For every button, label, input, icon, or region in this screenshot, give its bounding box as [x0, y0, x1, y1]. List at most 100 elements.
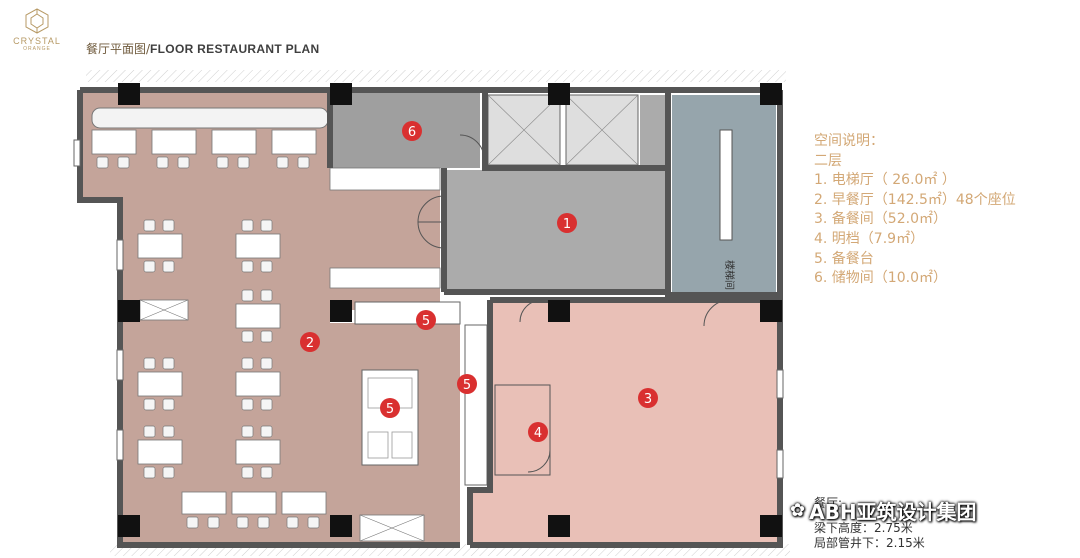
- chair: [241, 219, 254, 232]
- height-notes: 餐厅: 梁下高度：2.75米 局部管井下：2.15米: [814, 496, 925, 551]
- room-marker-label: 5: [463, 378, 471, 393]
- chair: [207, 516, 220, 529]
- legend-item: 3. 备餐间（52.0㎡）: [814, 211, 947, 228]
- chair: [162, 425, 175, 438]
- chair: [177, 156, 190, 169]
- chair: [260, 398, 273, 411]
- chair: [286, 516, 299, 529]
- room-marker-circle: [557, 213, 577, 233]
- chair: [143, 260, 156, 273]
- stair-well-opening: [719, 129, 733, 241]
- chair: [186, 516, 199, 529]
- chair: [260, 425, 273, 438]
- chair: [156, 156, 169, 169]
- dining-table: [235, 233, 281, 259]
- chair: [216, 156, 229, 169]
- logo-brand: CRYSTAL: [13, 36, 61, 46]
- notes-title: 餐厅:: [814, 496, 843, 510]
- page-title: 餐厅平面图/FLOOR RESTAURANT PLAN: [86, 40, 319, 57]
- legend-item: 5. 备餐台: [814, 250, 874, 267]
- chair: [162, 398, 175, 411]
- dining-table: [231, 491, 277, 515]
- dining-table: [137, 439, 183, 465]
- chair: [162, 466, 175, 479]
- wechat-icon: ✿: [790, 500, 806, 521]
- dining-table: [235, 371, 281, 397]
- room-marker-label: 1: [563, 217, 571, 232]
- chair: [241, 425, 254, 438]
- room-marker-circle: [416, 310, 436, 330]
- legend-title: 空间说明：: [814, 133, 884, 149]
- chair: [297, 156, 310, 169]
- chair: [162, 219, 175, 232]
- dining-table: [235, 439, 281, 465]
- space-legend: 空间说明： 二层 1. 电梯厅（ 26.0㎡ ） 2. 早餐厅（142.5㎡）4…: [814, 132, 1016, 289]
- legend-item: 1. 电梯厅（ 26.0㎡ ）: [814, 172, 956, 189]
- chair: [143, 219, 156, 232]
- dining-table: [181, 491, 227, 515]
- chair: [96, 156, 109, 169]
- chair: [143, 466, 156, 479]
- chair: [143, 425, 156, 438]
- structural-columns: [118, 83, 782, 537]
- chair: [260, 219, 273, 232]
- chair: [162, 357, 175, 370]
- chair: [143, 398, 156, 411]
- chair: [237, 156, 250, 169]
- chair: [260, 289, 273, 302]
- walls: [77, 87, 783, 548]
- notes-line: 梁下高度：2.75米: [814, 521, 913, 535]
- legend-item: 6. 储物间（10.0㎡）: [814, 270, 947, 287]
- dining-tables: [91, 129, 327, 529]
- banquette-seat: [91, 107, 329, 129]
- page-title-en: FLOOR RESTAURANT PLAN: [150, 42, 320, 56]
- watermark: ✿ ABH亚筑设计集团: [790, 496, 977, 525]
- dining-table: [137, 371, 183, 397]
- chair: [257, 516, 270, 529]
- chair: [241, 289, 254, 302]
- windows: [73, 139, 784, 479]
- dining-table: [235, 303, 281, 329]
- door-swings: [417, 134, 731, 473]
- room-marker-label: 5: [422, 314, 430, 329]
- exterior-hatch-top: [86, 70, 786, 82]
- legend-floor: 二层: [814, 152, 842, 169]
- chair: [260, 357, 273, 370]
- room-marker-circle: [380, 398, 400, 418]
- chair: [241, 330, 254, 343]
- room-marker-label: 3: [644, 392, 652, 407]
- logo: CRYSTAL ORANGE: [6, 8, 68, 52]
- shaft: [640, 95, 668, 165]
- chair: [260, 466, 273, 479]
- watermark-text: ABH亚筑设计集团: [809, 500, 977, 524]
- chair: [307, 516, 320, 529]
- chair: [241, 260, 254, 273]
- chair: [241, 398, 254, 411]
- stair-label: 楼梯间: [723, 260, 736, 290]
- dining-table: [91, 129, 137, 155]
- legend-item: 4. 明档（7.9㎡）: [814, 230, 925, 247]
- chair: [143, 357, 156, 370]
- chair: [236, 516, 249, 529]
- room-marker-circle: [402, 121, 422, 141]
- chair: [117, 156, 130, 169]
- room-marker-circle: [300, 332, 320, 352]
- elevator-lobby: [444, 170, 668, 292]
- dining-table: [137, 233, 183, 259]
- chair: [241, 357, 254, 370]
- dining-table: [151, 129, 197, 155]
- room-marker-label: 5: [386, 402, 394, 417]
- notes-line: 局部管井下：2.15米: [814, 536, 925, 550]
- chair: [260, 330, 273, 343]
- buffet-counter: [329, 267, 441, 289]
- chair: [276, 156, 289, 169]
- room-marker-circle: [457, 374, 477, 394]
- room-marker-label: 4: [534, 426, 542, 441]
- dining-table: [271, 129, 317, 155]
- dining-table: [281, 491, 327, 515]
- prep-room: [470, 300, 780, 545]
- prep-counter-top: [354, 301, 461, 325]
- crystal-logo-icon: [25, 8, 49, 34]
